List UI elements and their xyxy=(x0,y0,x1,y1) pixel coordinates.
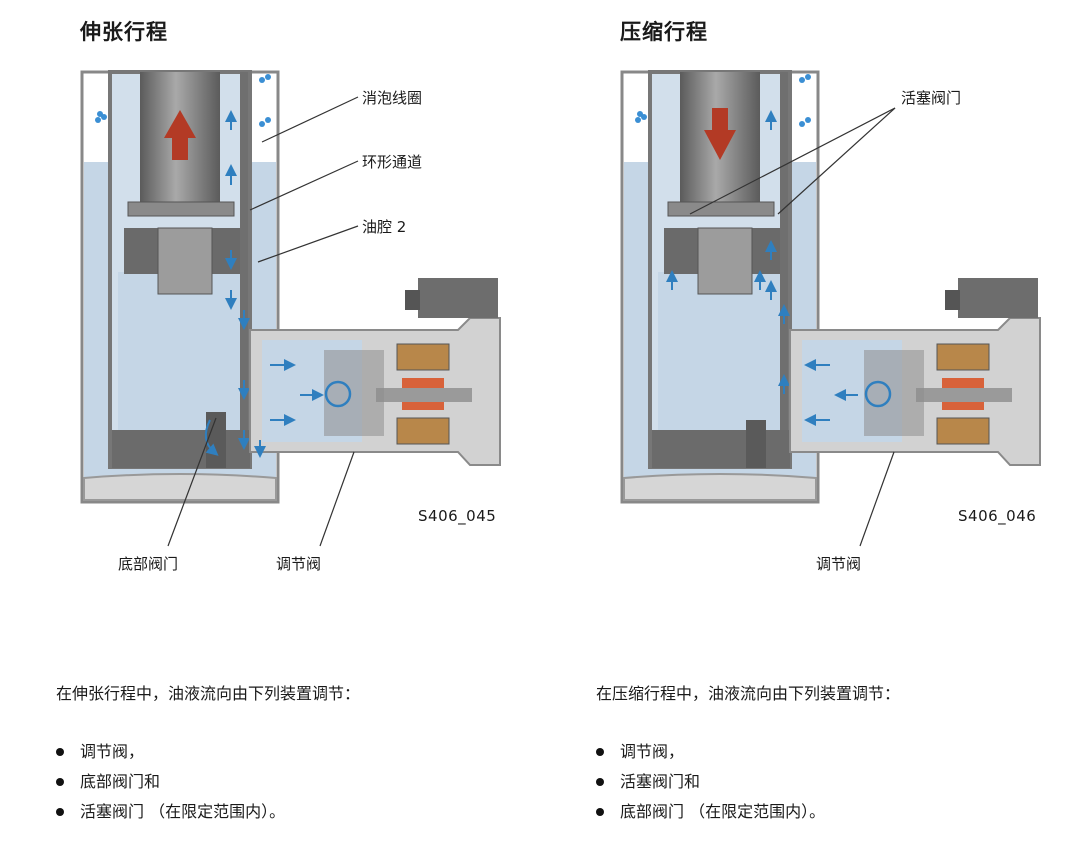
callout-piston-valve: 活塞阀门 xyxy=(901,89,962,107)
figure-code: S406_046 xyxy=(958,507,1037,525)
oil-bubble-icon xyxy=(95,74,271,127)
flow-arrow-icon xyxy=(225,110,250,450)
oil-bubble-icon xyxy=(635,74,811,127)
list-item: 活塞阀门 （在限定范围内）。 xyxy=(56,797,285,827)
connector-tip xyxy=(405,290,420,310)
bottom-block xyxy=(112,430,250,468)
list-item: 底部阀门 （在限定范围内）。 xyxy=(596,797,825,827)
compression-bullet-list: 调节阀， 活塞阀门和 底部阀门 （在限定范围内）。 xyxy=(596,737,825,827)
compression-stroke-title: 压缩行程 xyxy=(620,20,708,44)
rebound-intro-text: 在伸张行程中，油液流向由下列装置调节： xyxy=(56,684,361,703)
annular-channel xyxy=(240,72,248,467)
annular-channel xyxy=(780,72,788,467)
rebound-bullet-list: 调节阀， 底部阀门和 活塞阀门 （在限定范围内）。 xyxy=(56,737,285,827)
stroke-down-arrow-icon xyxy=(704,108,736,160)
bottom-block xyxy=(652,430,790,468)
solenoid-coil-upper xyxy=(936,343,990,371)
list-item: 底部阀门和 xyxy=(56,767,285,797)
callout-anti-foam-coil: 消泡线圈 xyxy=(362,89,423,107)
piston-plate xyxy=(127,201,235,217)
callout-control-valve: 调节阀 xyxy=(276,555,322,573)
solenoid-coil-lower xyxy=(936,417,990,445)
piston-core xyxy=(697,227,753,295)
rebound-stroke-diagram xyxy=(80,70,501,547)
list-item: 活塞阀门和 xyxy=(596,767,825,797)
flow-arrow-icon xyxy=(666,110,790,394)
callout-bottom-valve: 底部阀门 xyxy=(118,555,179,573)
compression-stroke-panel: 压缩行程 xyxy=(540,0,1080,855)
connector-box xyxy=(418,278,498,318)
piston-plate xyxy=(667,201,775,217)
piston-core xyxy=(157,227,213,295)
callout-control-valve: 调节阀 xyxy=(816,555,862,573)
callout-annular-channel: 环形通道 xyxy=(362,153,423,171)
connector-tip xyxy=(945,290,960,310)
list-item: 调节阀， xyxy=(56,737,285,767)
working-chamber-oil xyxy=(118,272,242,432)
rebound-stroke-title: 伸张行程 xyxy=(80,20,168,44)
valve-plunger xyxy=(916,388,1012,402)
working-chamber-oil xyxy=(658,272,782,432)
figure-code: S406_045 xyxy=(418,507,497,525)
solenoid-coil-upper xyxy=(396,343,450,371)
valve-plunger xyxy=(376,388,472,402)
tube-bottom xyxy=(83,473,277,501)
list-item: 调节阀， xyxy=(596,737,825,767)
rebound-stroke-panel: 伸张行程 xyxy=(56,20,501,827)
connector-box xyxy=(958,278,1038,318)
stroke-up-arrow-icon xyxy=(164,110,196,160)
compression-stroke-diagram xyxy=(620,70,1041,547)
solenoid-coil-lower xyxy=(396,417,450,445)
compression-intro-text: 在压缩行程中，油液流向由下列装置调节： xyxy=(596,684,901,703)
tube-bottom xyxy=(623,473,817,501)
callout-oil-chamber-2: 油腔 2 xyxy=(362,218,407,236)
